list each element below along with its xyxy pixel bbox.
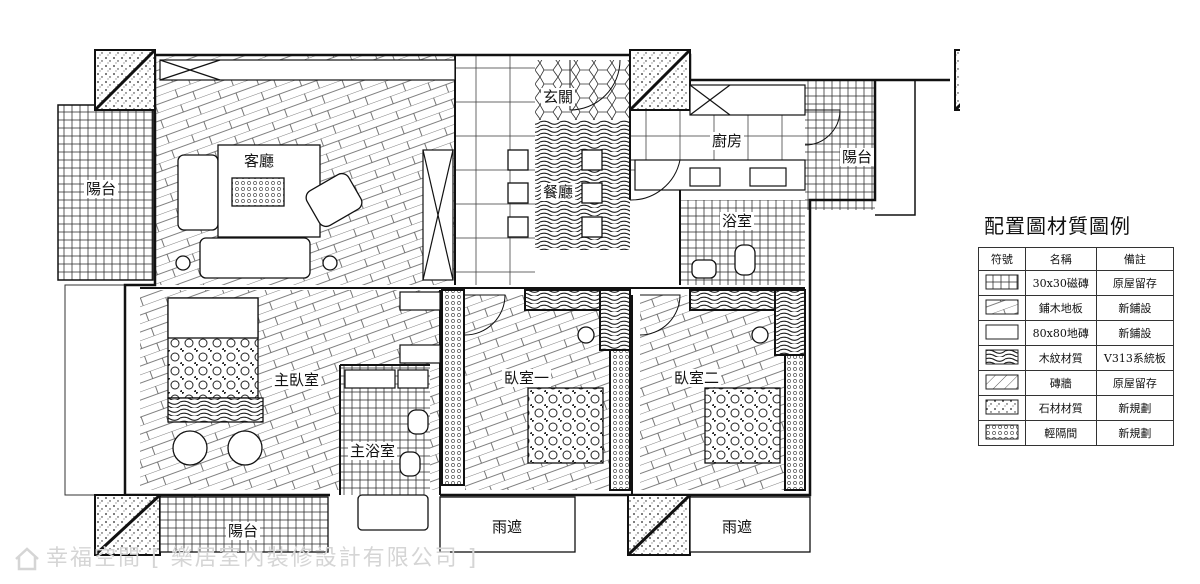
built-ins [159, 59, 806, 389]
house-logo-icon [15, 547, 39, 571]
room-label-canopy1: 雨遮 [490, 518, 525, 536]
room-label-kitchen: 廚房 [710, 132, 745, 150]
legend-swatch-cell [978, 420, 1026, 446]
legend-row: 輕隔間新規劃 [978, 420, 1175, 446]
room-label-master-bath: 主浴室 [348, 442, 398, 460]
partitions [140, 55, 806, 495]
legend-swatch-stone [985, 399, 1019, 414]
room-label-bath: 浴室 [720, 212, 755, 230]
legend-material-note: 新鋪設 [1095, 320, 1175, 346]
legend-swatch-cell [978, 320, 1026, 346]
legend-material-note: 原屋留存 [1095, 370, 1175, 396]
legend-material-note: 新鋪設 [1095, 295, 1175, 321]
watermark-text: 幸福空間 [ 樂居室內裝修設計有限公司 ] [46, 546, 479, 571]
room-label-canopy2: 雨遮 [720, 518, 755, 536]
legend-material-note: 新規劃 [1095, 395, 1175, 421]
legend-material-name: 30x30磁磚 [1024, 270, 1097, 296]
legend-material-name: 80x80地磚 [1024, 320, 1097, 346]
room-label-balcony-south: 陽台 [226, 522, 261, 540]
legend-material-name: 石材材質 [1024, 395, 1097, 421]
legend-material-name: 木紋材質 [1024, 345, 1097, 371]
room-label-master-bedroom: 主臥室 [272, 371, 322, 389]
legend-swatch-tile80 [985, 324, 1019, 339]
watermark: 幸福空間 [ 樂居室內裝修設計有限公司 ] [14, 540, 478, 572]
legend-swatch-tile30 [985, 274, 1019, 289]
room-label-balcony-west: 陽台 [84, 180, 119, 198]
legend-material-note: V313系統板 [1095, 345, 1175, 371]
room-label-entrance: 玄關 [541, 88, 576, 106]
legend-material-name: 輕隔間 [1024, 420, 1097, 446]
legend-material-note: 原屋留存 [1095, 270, 1175, 296]
legend-material-note: 新規劃 [1095, 420, 1175, 446]
legend-swatch-brick [985, 374, 1019, 389]
legend-swatch-wood [985, 299, 1019, 314]
legend-swatch-cell [978, 295, 1026, 321]
room-label-bedroom2: 臥室二 [672, 369, 722, 387]
room-label-living: 客廳 [242, 152, 277, 170]
room-label-bedroom1: 臥室一 [502, 369, 552, 387]
legend-header-symbol: 符號 [978, 247, 1026, 271]
stone-columns [93, 48, 960, 557]
legend-material-name: 鋪木地板 [1024, 295, 1097, 321]
legend-swatch-cell [978, 270, 1026, 296]
legend-swatch-cell [978, 395, 1026, 421]
legend-header-note: 備註 [1095, 247, 1175, 271]
room-label-balcony-east: 陽台 [840, 148, 875, 166]
legend-row: 鋪木地板新鋪設 [978, 295, 1175, 321]
furniture [167, 144, 781, 531]
legend-row: 30x30磁磚原屋留存 [978, 270, 1175, 296]
legend-swatch-cell [978, 370, 1026, 396]
legend-material-name: 磚牆 [1024, 370, 1097, 396]
legend-row: 石材材質新規劃 [978, 395, 1175, 421]
room-label-dining: 餐廳 [541, 183, 576, 201]
floor-plan [57, 48, 960, 557]
legend-row: 80x80地磚新鋪設 [978, 320, 1175, 346]
legend-title: 配置圖材質圖例 [984, 214, 1131, 238]
legend-swatch-woodgrain [985, 349, 1019, 364]
legend-swatch-partition [985, 424, 1019, 439]
legend-swatch-cell [978, 345, 1026, 371]
legend-row: 磚牆原屋留存 [978, 370, 1175, 396]
legend-header-name: 名稱 [1024, 247, 1097, 271]
